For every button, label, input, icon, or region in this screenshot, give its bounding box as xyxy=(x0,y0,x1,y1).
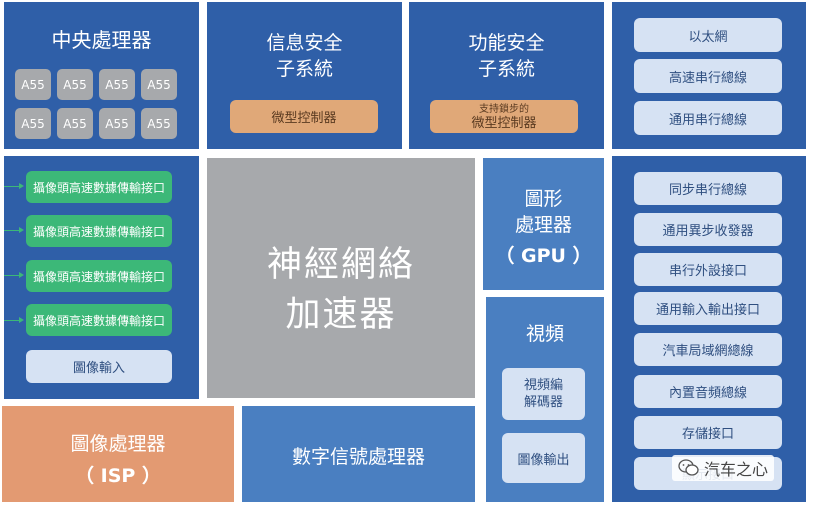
io-item-gpio: 通用輸入輸出接口 xyxy=(634,292,782,325)
io-item-ssi: 同步串行總線 xyxy=(634,172,782,205)
io-item-can: 汽車局域網總線 xyxy=(634,333,782,366)
network-item-ethernet: 以太網 xyxy=(634,18,782,52)
cpu-core: A55 xyxy=(141,108,177,139)
camera-interface: 攝像頭高速數據傳輸接口 xyxy=(26,215,172,247)
dsp-block: 數字信號處理器 xyxy=(242,406,475,502)
camera-interface: 攝像頭高速數據傳輸接口 xyxy=(26,304,172,336)
camera-interface: 攝像頭高速數據傳輸接口 xyxy=(26,260,172,292)
network-block: 以太網 高速串行總線 通用串行總線 xyxy=(612,2,806,149)
network-item-usb: 通用串行總線 xyxy=(634,101,782,135)
cpu-block: 中央處理器 A55 A55 A55 A55 A55 A55 A55 A55 xyxy=(4,2,199,149)
security-mcu: 微型控制器 xyxy=(230,100,378,133)
network-item-highspeed-serial: 高速串行總線 xyxy=(634,59,782,93)
watermark-text: 汽车之心 xyxy=(704,460,769,479)
cpu-core: A55 xyxy=(57,69,93,100)
isp-block: 圖像處理器 （ ISP ） xyxy=(2,406,234,502)
cpu-core: A55 xyxy=(141,69,177,100)
video-codec: 視頻編 解碼器 xyxy=(502,368,585,420)
camera-arrow xyxy=(4,317,24,323)
safety-subsystem-block: 功能安全 子系統 支持鎖步的 微型控制器 xyxy=(409,2,604,149)
cpu-core: A55 xyxy=(15,108,51,139)
camera-arrow xyxy=(4,183,24,189)
image-input: 圖像輸入 xyxy=(26,350,172,383)
security-title-line1: 信息安全 xyxy=(266,32,343,54)
camera-arrow xyxy=(4,227,24,233)
cpu-core: A55 xyxy=(99,108,135,139)
gpu-title-line2: 處理器 xyxy=(514,214,572,236)
isp-title-line2: （ ISP ） xyxy=(75,465,161,487)
npu-block: 神經網絡 加速器 xyxy=(207,158,475,398)
image-output: 圖像輸出 xyxy=(502,433,585,483)
npu-title-line1: 神經網絡 xyxy=(266,245,415,285)
video-codec-line2: 解碼器 xyxy=(523,395,563,410)
safety-title-line1: 功能安全 xyxy=(468,32,545,54)
io-item-storage: 存儲接口 xyxy=(634,416,782,449)
io-block: 同步串行總線 通用異步收發器 串行外設接口 通用輸入輸出接口 汽車局域網總線 內… xyxy=(612,156,806,502)
io-item-i2s: 內置音頻總線 xyxy=(634,375,782,408)
safety-mcu-line1: 支持鎖步的 xyxy=(479,103,529,115)
dsp-title: 數字信號處理器 xyxy=(291,446,425,468)
io-item-spi: 串行外設接口 xyxy=(634,253,782,286)
safety-mcu: 支持鎖步的 微型控制器 xyxy=(430,100,578,133)
video-title: 視頻 xyxy=(525,323,564,345)
camera-interface: 攝像頭高速數據傳輸接口 xyxy=(26,171,172,203)
cpu-core: A55 xyxy=(57,108,93,139)
video-codec-line1: 視頻編 xyxy=(523,378,563,393)
isp-title-line1: 圖像處理器 xyxy=(70,433,166,455)
io-item-uart: 通用異步收發器 xyxy=(634,213,782,246)
gpu-title-line3: （ GPU ） xyxy=(495,245,592,267)
camera-arrow xyxy=(4,272,24,278)
watermark: 汽车之心 xyxy=(672,455,775,481)
security-subsystem-block: 信息安全 子系統 微型控制器 xyxy=(207,2,402,149)
wechat-icon xyxy=(678,459,699,476)
cpu-core: A55 xyxy=(15,69,51,100)
video-block: 視頻 視頻編 解碼器 圖像輸出 xyxy=(486,297,604,502)
npu-title-line2: 加速器 xyxy=(285,295,397,335)
cpu-core: A55 xyxy=(99,69,135,100)
safety-title-line2: 子系統 xyxy=(477,58,535,80)
safety-mcu-line2: 微型控制器 xyxy=(471,115,537,131)
security-title-line2: 子系統 xyxy=(275,58,333,80)
camera-block: 攝像頭高速數據傳輸接口 攝像頭高速數據傳輸接口 攝像頭高速數據傳輸接口 攝像頭高… xyxy=(4,156,199,399)
gpu-block: 圖形 處理器 （ GPU ） xyxy=(483,158,604,290)
gpu-title-line1: 圖形 xyxy=(524,188,563,210)
cpu-title: 中央處理器 xyxy=(51,28,152,52)
